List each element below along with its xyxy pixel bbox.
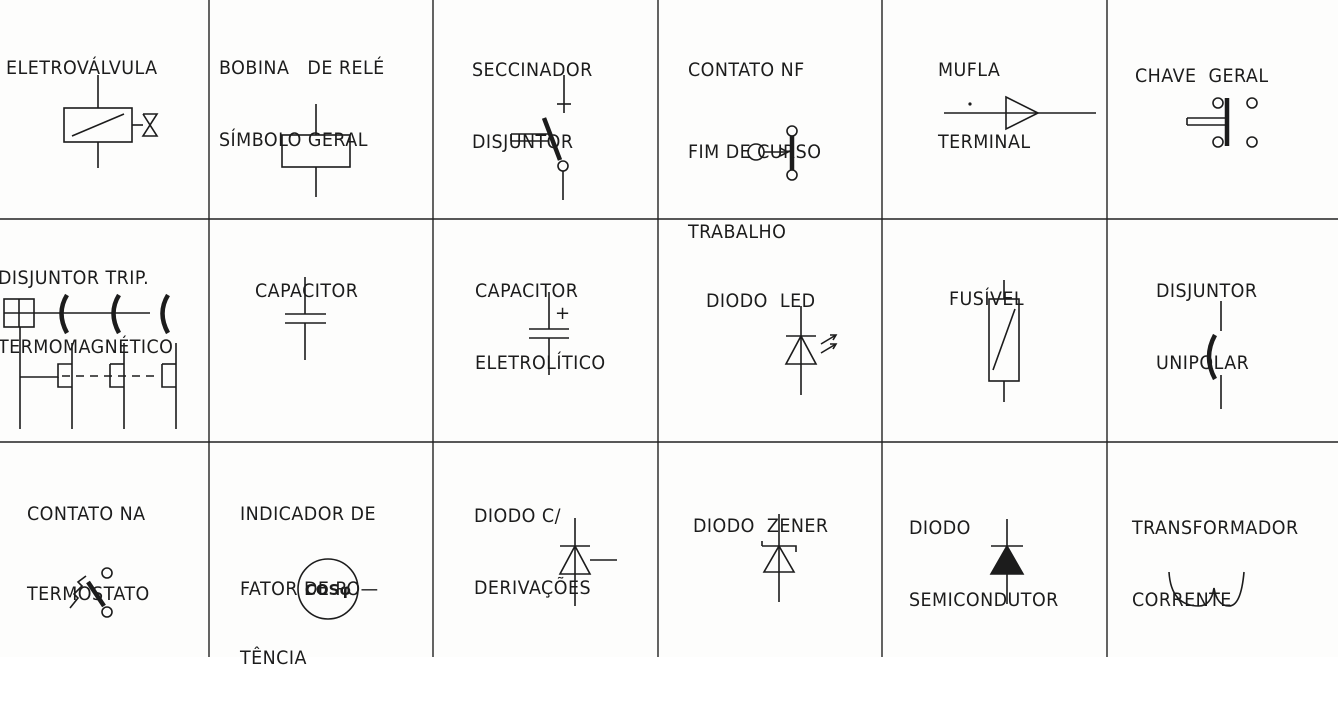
label-line: TERMINAL — [938, 131, 1031, 153]
label-line: SEMICONDUTOR — [909, 589, 1059, 611]
cell-capacitor-eletrolitico: CAPACITOR ELETROLÍTICO + — [433, 219, 658, 442]
label-line: DISJUNTOR — [472, 131, 574, 153]
label-line: CONTATO NA — [27, 503, 146, 525]
led-diode-symbol — [784, 306, 838, 395]
tapped-diode-symbol — [558, 518, 617, 606]
thermomagnetic-breaker-symbol — [3, 293, 177, 429]
single-pole-breaker-symbol — [1206, 301, 1222, 409]
label-line: DISJUNTOR — [1156, 280, 1258, 302]
cell-diodo-zener: DIODO ZENER — [658, 442, 882, 657]
cell-contato-nf: CONTATO NF FIM DE CURSO TRABALHO — [658, 0, 882, 243]
cell-label: TRANSFORMADOR CORRENTE — [1132, 468, 1299, 660]
label-line: DIODO C/ — [474, 505, 561, 527]
cell-fusivel: FUSÍVEL — [882, 219, 1107, 442]
capacitor-symbol — [285, 277, 326, 360]
cell-eletrovalvula: ELETROVÁLVULA — [0, 0, 209, 219]
nc-limit-switch-symbol — [747, 125, 798, 181]
label-line: DERIVAÇÕES — [474, 577, 592, 599]
label-line: CAPACITOR — [475, 280, 579, 302]
cell-label: DISJUNTOR TRIP. TERMOMAGNÉTICO — [0, 221, 173, 405]
label-line: DISJUNTOR TRIP. — [0, 267, 150, 289]
solenoid-valve-symbol — [63, 75, 159, 168]
cell-label: FUSÍVEL — [949, 239, 1024, 359]
cell-label: DIODO C/ DERIVAÇÕES — [474, 456, 591, 648]
cell-indicador-fator-potencia: INDICADOR DE FATOR DE PO— TÊNCIA COSφ — [209, 442, 433, 669]
label-line: TRABALHO — [688, 221, 787, 243]
label-line: ELETROVÁLVULA — [6, 57, 158, 79]
cell-label: DIODO SEMICONDUTOR — [909, 468, 1059, 660]
fuse-symbol — [988, 280, 1020, 402]
cell-diodo-semicondutor: DIODO SEMICONDUTOR — [882, 442, 1107, 657]
label-line: FATOR DE PO— — [240, 578, 379, 600]
plus-sign: + — [555, 303, 570, 324]
label-line: DIODO — [909, 517, 971, 539]
cell-label: ELETROVÁLVULA — [6, 8, 158, 128]
zener-diode-symbol — [761, 514, 797, 602]
label-line: TERMOSTATO — [27, 583, 150, 605]
cell-bobina-rele: BOBINA DE RELÉ SÍMBOLO GERAL — [209, 0, 433, 219]
label-line: BOBINA DE RELÉ — [219, 57, 385, 79]
semiconductor-diode-symbol — [989, 519, 1025, 604]
thermostat-contact-symbol — [69, 567, 113, 618]
cell-transformador-corrente: TRANSFORMADOR CORRENTE — [1107, 442, 1338, 657]
cell-label: DISJUNTOR UNIPOLAR — [1156, 231, 1257, 423]
cell-disjuntor-unipolar: DISJUNTOR UNIPOLAR — [1107, 219, 1338, 442]
label-line: TRANSFORMADOR — [1132, 517, 1299, 539]
cell-diodo-led: DIODO LED — [658, 219, 882, 442]
cell-label: CONTATO NF FIM DE CURSO TRABALHO — [688, 10, 821, 292]
label-line: SECCINADOR — [472, 59, 593, 81]
cell-label: DIODO LED — [706, 241, 816, 361]
cell-diodo-derivacoes: DIODO C/ DERIVAÇÕES — [433, 442, 658, 657]
cable-terminal-symbol — [944, 95, 1096, 131]
cell-label: CAPACITOR ELETROLÍTICO — [475, 231, 606, 423]
cell-label: CAPACITOR — [255, 231, 358, 351]
label-line: ELETROLÍTICO — [475, 352, 606, 374]
cos-phi-text: COSφ — [305, 581, 351, 599]
label-line: CONTATO NF — [688, 59, 805, 81]
label-line: CAPACITOR — [255, 280, 359, 302]
label-line: FIM DE CURSO — [688, 141, 822, 163]
cell-label: DIODO ZENER — [693, 466, 829, 586]
power-factor-indicator-symbol: COSφ — [297, 558, 359, 620]
cell-label: SECCINADOR DISJUNTOR — [472, 10, 593, 202]
label-line: CORRENTE — [1132, 589, 1232, 611]
label-line: CHAVE GERAL — [1135, 65, 1269, 87]
current-transformer-symbol — [1168, 571, 1245, 607]
label-line: TERMOMAGNÉTICO — [0, 336, 174, 358]
cell-contato-na-termostato: CONTATO NA TERMOSTATO — [0, 442, 209, 657]
label-line: MUFLA — [938, 59, 1001, 81]
label-line: DIODO LED — [706, 290, 816, 312]
cell-chave-geral: CHAVE GERAL — [1107, 0, 1338, 219]
cell-seccionador: SECCINADOR DISJUNTOR — [433, 0, 658, 219]
label-line: INDICADOR DE — [240, 503, 376, 525]
cell-mufla: MUFLA TERMINAL — [882, 0, 1107, 219]
disconnector-symbol — [510, 75, 571, 200]
electrolytic-capacitor-symbol: + — [529, 292, 570, 375]
cell-disjuntor-trip: DISJUNTOR TRIP. TERMOMAGNÉTICO — [0, 219, 209, 442]
symbol-sheet: ELETROVÁLVULA BOBINA DE RELÉ SÍMBOLO GER… — [0, 0, 1338, 669]
cell-label: MUFLA TERMINAL — [938, 10, 1031, 202]
label-line: UNIPOLAR — [1156, 352, 1250, 374]
label-line: FUSÍVEL — [949, 288, 1025, 310]
cell-capacitor: CAPACITOR — [209, 219, 433, 442]
main-switch-symbol — [1186, 97, 1258, 148]
cell-label: CHAVE GERAL — [1135, 16, 1269, 136]
table-grid — [0, 0, 1338, 657]
relay-coil-symbol — [281, 104, 351, 197]
cell-label: CONTATO NA TERMOSTATO — [27, 454, 150, 654]
label-line: DIODO ZENER — [693, 515, 829, 537]
